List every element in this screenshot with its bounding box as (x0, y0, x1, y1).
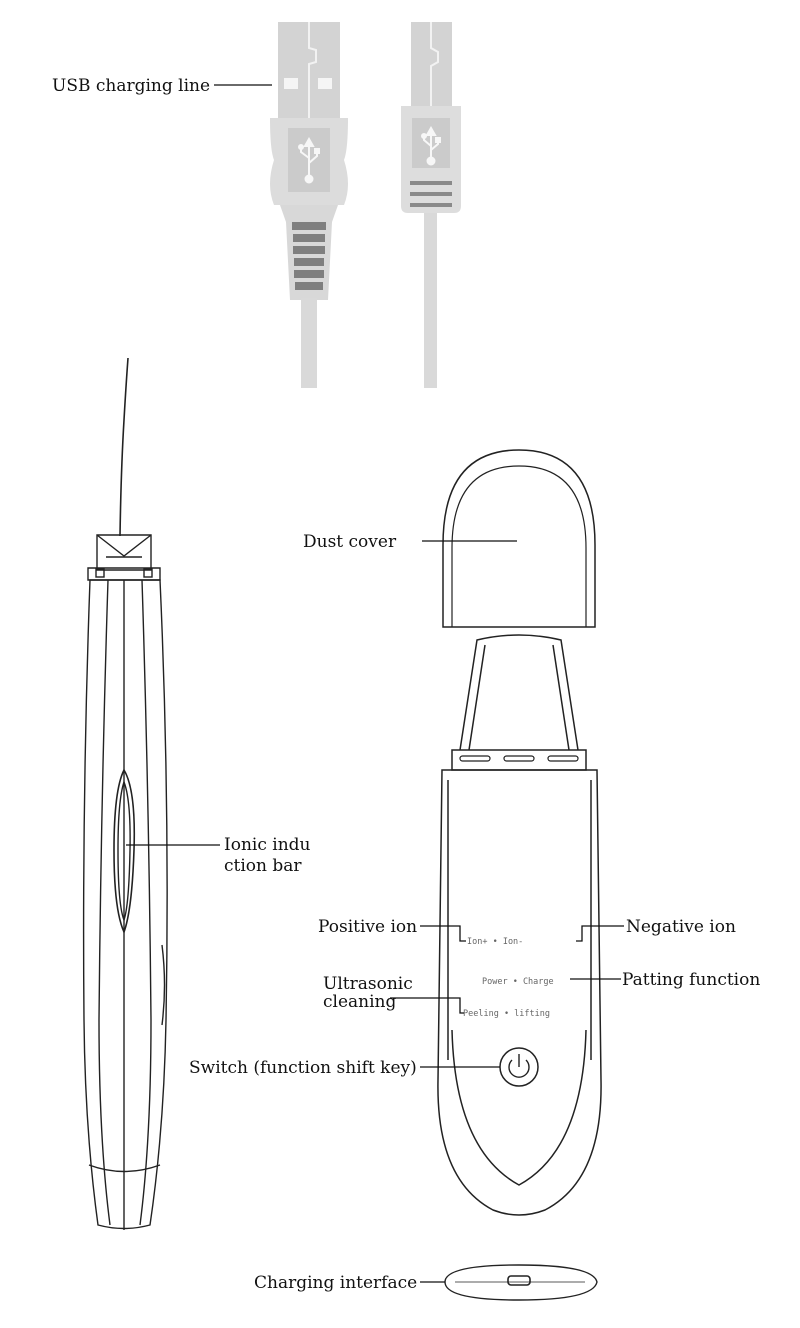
side-top-cap (96, 534, 152, 571)
side-button (161, 944, 166, 1026)
probe-wire (119, 357, 129, 537)
power-icon (508, 1054, 530, 1078)
usb-icon-side (421, 125, 441, 166)
device-markings: Ion+ • Ion- Power • Charge Peeling • lif… (463, 937, 554, 1019)
ionic-induction-bar (113, 768, 136, 935)
usb-icon (298, 136, 320, 184)
device-front-view (437, 634, 602, 1216)
device-side-view (82, 357, 168, 1230)
usb-cable-wire-front (301, 298, 317, 388)
label-ultrasonic-cleaning-1: Ultrasonic (323, 974, 413, 994)
label-positive-ion: Positive ion (318, 917, 417, 937)
usb-cable-wire-side (424, 213, 437, 388)
side-body (82, 579, 168, 1230)
label-ionic-induction-bar-1: Ionic indu (224, 835, 311, 855)
usb-cable-front (270, 22, 348, 388)
leader-lines (126, 84, 624, 1283)
label-charging-interface: Charging interface (254, 1273, 417, 1293)
usb-plug-side (411, 22, 452, 106)
micro-usb-port-icon (507, 1275, 531, 1286)
label-dust-cover: Dust cover (303, 532, 397, 552)
marking-ion: Ion+ • Ion- (467, 937, 523, 947)
label-ultrasonic-cleaning-2: cleaning (323, 992, 396, 1012)
marking-power: Power • Charge (482, 977, 554, 987)
label-negative-ion: Negative ion (626, 917, 736, 937)
marking-peeling: Peeling • lifting (463, 1009, 550, 1019)
device-bottom-outline (444, 1264, 598, 1301)
label-usb-charging-line: USB charging line (52, 76, 210, 96)
scraper-blade (459, 634, 579, 751)
front-body (437, 769, 602, 1216)
usb-cable-side (401, 22, 461, 388)
label-ionic-induction-bar-2: ction bar (224, 856, 302, 876)
charging-interface (444, 1264, 598, 1301)
label-patting-function: Patting function (622, 970, 760, 990)
dust-cover (442, 449, 596, 628)
label-switch: Switch (function shift key) (189, 1058, 417, 1078)
